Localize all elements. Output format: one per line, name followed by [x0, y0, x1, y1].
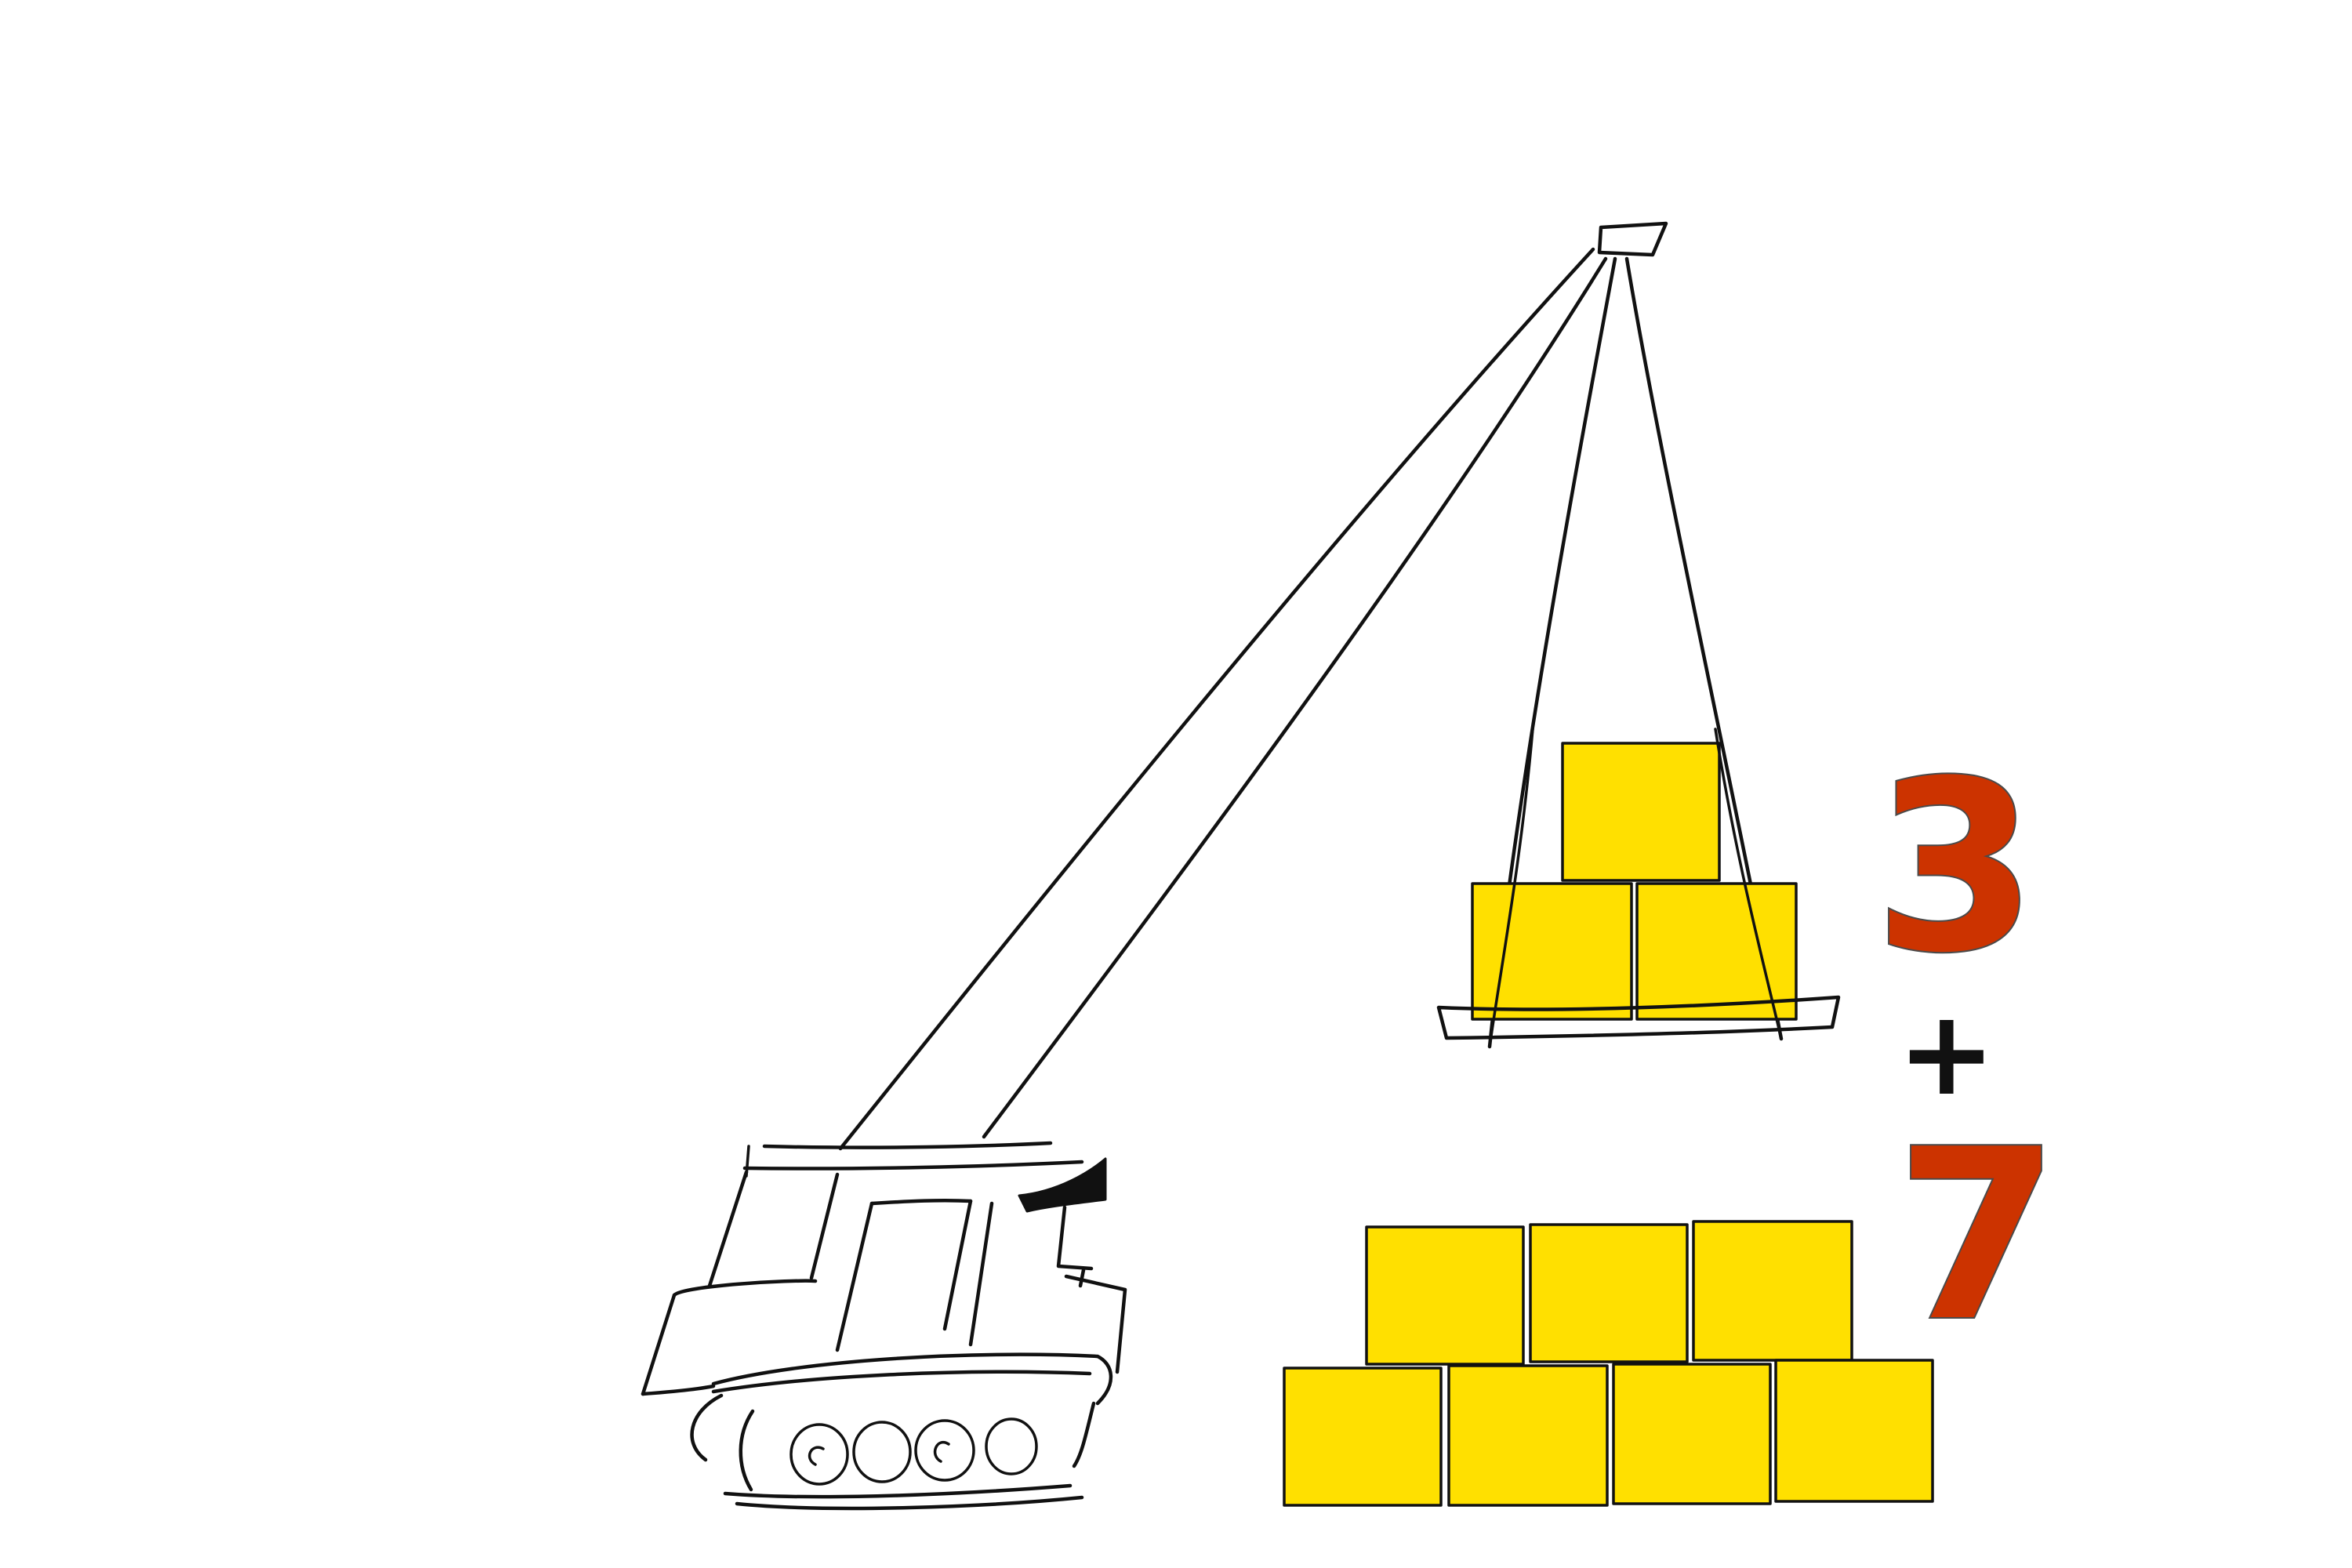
ground-block-group — [1283, 1220, 1934, 1507]
lifted-block-top — [1561, 742, 1721, 882]
crane-track — [690, 1352, 1113, 1511]
lifting-cables-front — [1488, 728, 1783, 1048]
equation: 3 + 7 — [1872, 729, 2061, 1374]
ground-block-bottom-1 — [1283, 1367, 1443, 1507]
ground-block-top-1 — [1365, 1225, 1525, 1366]
second-addend: 7 — [1896, 1099, 2060, 1373]
lifted-block-right — [1635, 882, 1798, 1021]
ground-block-top-2 — [1529, 1223, 1689, 1363]
track-wheels — [789, 1417, 1038, 1486]
ground-block-top-3 — [1692, 1220, 1853, 1362]
lifted-block-group — [1471, 742, 1798, 1021]
exhaust-shield — [1018, 1157, 1107, 1213]
boom-tip-pulley — [1597, 221, 1668, 257]
crane-body — [641, 1141, 1127, 1396]
plus-sign: + — [1897, 985, 1996, 1122]
crane-boom — [838, 247, 1608, 1151]
first-addend: 3 — [1874, 731, 2038, 1004]
lifted-block-left — [1471, 882, 1633, 1021]
ground-block-bottom-4 — [1774, 1359, 1934, 1503]
lifting-pallet — [1436, 995, 1841, 1040]
ground-block-bottom-2 — [1447, 1364, 1609, 1507]
ground-block-bottom-3 — [1612, 1363, 1772, 1505]
